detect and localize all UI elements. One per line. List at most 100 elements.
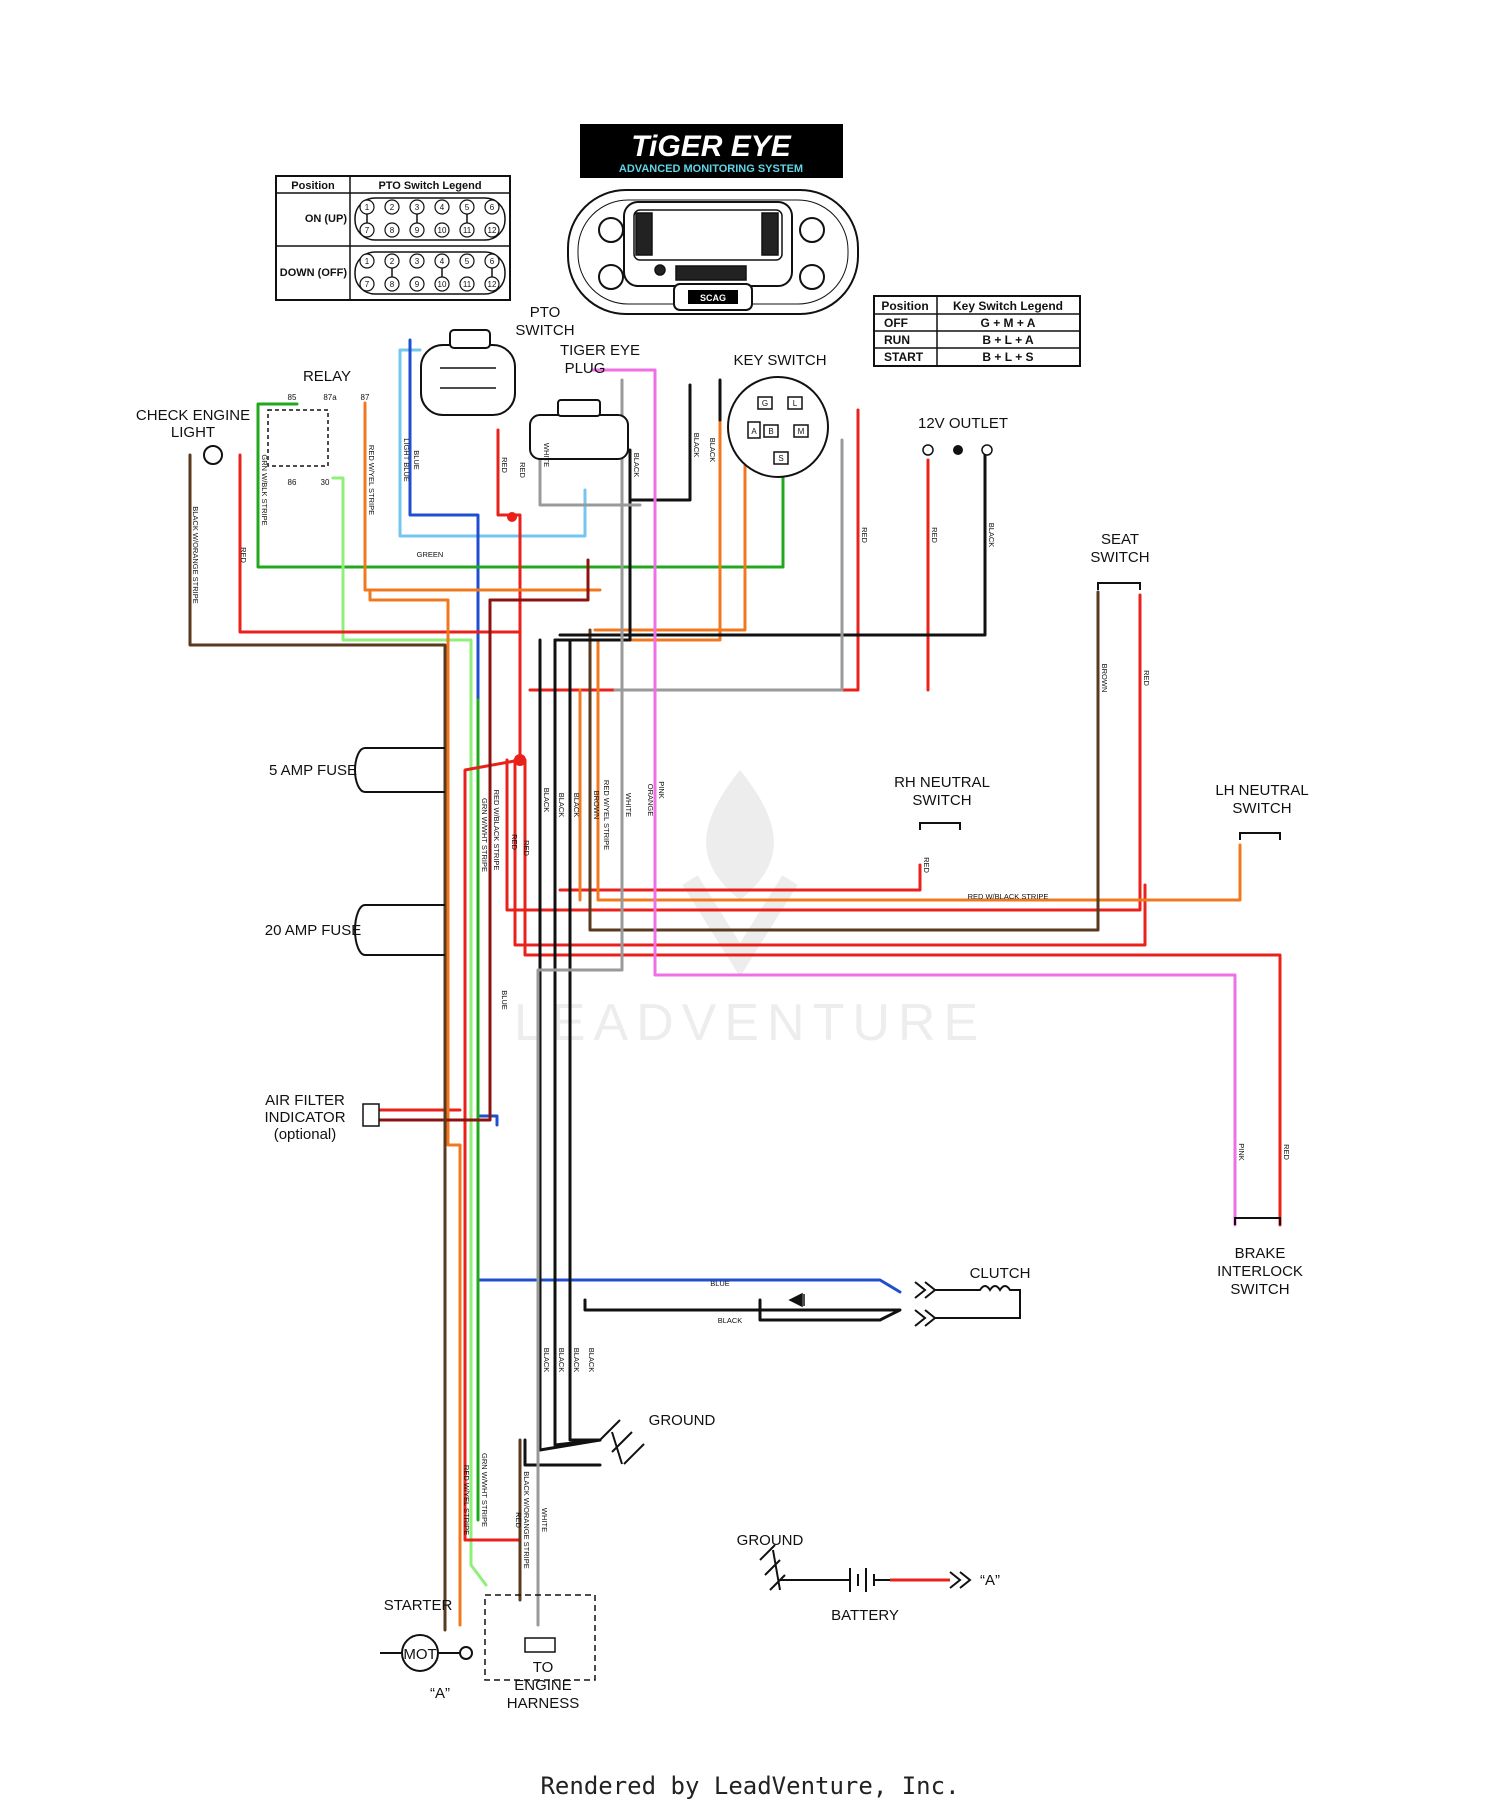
pto-pin-circle [459,276,475,292]
pto-pin-label: 11 [463,280,472,289]
relay-pin-30: 30 [321,478,330,487]
pto-pin-label: 2 [390,203,395,212]
pto-pin-circle [484,199,500,215]
wire-label-key-black-1: BLACK [692,433,701,458]
key-switch: A G L B M S KEY SWITCH [727,352,829,478]
wire-label-gnd-black-1: BLACK [542,1348,551,1373]
pto-pin-circle [409,253,425,269]
tiger-eye-display: SCAG [567,189,859,315]
key-pin-m: M [798,427,805,436]
pto-pin-label: 3 [415,203,420,212]
battery: “A” BATTERY [780,1568,1000,1624]
brake-interlock-label-3: SWITCH [1230,1281,1289,1298]
wire-label-key-red: RED [860,527,869,543]
brake-interlock-label-2: INTERLOCK [1217,1263,1303,1280]
junction-dots [507,512,526,766]
wire-label-green: GREEN [417,550,444,559]
pto-pin-label: 8 [390,226,395,235]
starter: MOT STARTER “A” [380,1597,473,1702]
battery-label: BATTERY [831,1607,899,1624]
wire-labels: GREEN BLUE BLACK RED W/BLACK STRIPE RED … [191,433,1291,1569]
pto-pin-circle [459,253,475,269]
display-button-n [598,264,624,290]
pto-pin-label: 4 [440,203,445,212]
key-switch-label: KEY SWITCH [733,352,826,369]
pto-pin-label: 7 [365,226,370,235]
pto-pin-label: 4 [440,257,445,266]
pto-pin-circle [384,199,400,215]
wire-label-key-black-2: BLACK [708,438,717,463]
engine-harness: TO ENGINE HARNESS [484,1594,596,1712]
pto-switch: PTO SWITCH [420,304,575,416]
pto-legend-down: DOWN (OFF) [280,267,348,279]
pto-pin-label: 5 [465,257,470,266]
wire-label-red-yel-top: RED W/YEL STRIPE [367,445,376,515]
wire-label-gnd-black-4: BLACK [587,1348,596,1373]
wire-label-rh-red: RED [922,857,931,873]
pto-pin-label: 6 [490,203,495,212]
display-badge: SCAG [700,293,726,303]
key-legend-run-value: B + L + A [982,333,1034,347]
key-legend-run: RUN [884,333,910,347]
wire-label-brake-pink: PINK [1237,1143,1246,1161]
pto-pin-label: 12 [488,280,497,289]
pto-pin-circle [409,276,425,292]
outlet-12v-label: 12V OUTLET [918,415,1008,432]
tiger-eye-plug: TIGER EYE PLUG [529,342,640,460]
pto-switch-label-2: SWITCH [515,322,574,339]
check-engine-light: CHECK ENGINE LIGHT [136,407,250,465]
rh-neutral-label-2: SWITCH [912,792,971,809]
pto-pin-label: 2 [390,257,395,266]
pto-legend-on: ON (UP) [305,213,348,225]
wire-label-starter-red-yel: RED W/YEL STRIPE [462,1465,471,1535]
engine-harness-label-2: ENGINE [514,1677,572,1694]
pto-pin-label: 11 [463,226,472,235]
seat-switch-label-2: SWITCH [1090,549,1149,566]
pto-pin-circle [359,253,375,269]
brake-interlock-switch: BRAKE INTERLOCK SWITCH [1217,1217,1303,1298]
pto-pin-label: 3 [415,257,420,266]
key-pin-g: G [762,399,768,408]
pto-pin-circle [434,199,450,215]
footer-credit: Rendered by LeadVenture, Inc. [540,1772,960,1800]
logo-title: TiGER EYE [631,130,791,163]
starter-label: STARTER [384,1597,453,1614]
relay-pin-87a: 87a [323,393,337,402]
wire-label-clutch-black: BLACK [718,1316,743,1325]
pto-pin-circle [484,222,500,238]
key-pin-b: B [768,427,773,436]
pto-pin-label: 12 [488,226,497,235]
wire-label-grn-blk: GRN W/BLK STRIPE [260,454,269,525]
ground-upper-label: GROUND [649,1412,716,1429]
wire-label-pto-blue: BLUE [412,450,421,470]
pto-pin-label: 9 [415,226,420,235]
battery-ref-a: “A” [980,1572,1000,1589]
tiger-eye-plug-label-1: TIGER EYE [560,342,640,359]
pto-legend-header-position: Position [291,180,335,192]
ground-upper: GROUND [599,1412,716,1465]
key-legend-header-position: Position [881,299,928,313]
air-filter-label-3: (optional) [274,1126,337,1143]
logo-subtitle: ADVANCED MONITORING SYSTEM [619,163,803,175]
key-legend-off-value: G + M + A [981,316,1036,330]
starter-ref-a: “A” [430,1685,450,1702]
wire-label-trunk-black-2: BLACK [557,793,566,818]
check-engine-label-2: LIGHT [171,424,215,441]
wire-label-trunk-red-2: RED [522,840,531,856]
wire-label-plug-red: RED [518,462,527,478]
wire-label-check-red: RED [239,547,248,563]
seat-switch-label-1: SEAT [1101,531,1139,548]
fuse-5-amp-label: 5 AMP FUSE [269,762,357,779]
pto-pin-circle [359,276,375,292]
lh-neutral-label-1: LH NEUTRAL [1215,782,1308,799]
brake-interlock-label-1: BRAKE [1235,1245,1286,1262]
engine-harness-label-1: TO [533,1659,554,1676]
wire-label-trunk-brown: BROWN [592,791,601,820]
key-pin-s: S [778,454,783,463]
wire-label-trunk-red-1: RED [510,834,519,850]
wire-label-outlet-black: BLACK [987,523,996,548]
display-button-br [799,264,825,290]
wire-label-seat-red: RED [1142,670,1151,686]
pto-pin-label: 7 [365,280,370,289]
